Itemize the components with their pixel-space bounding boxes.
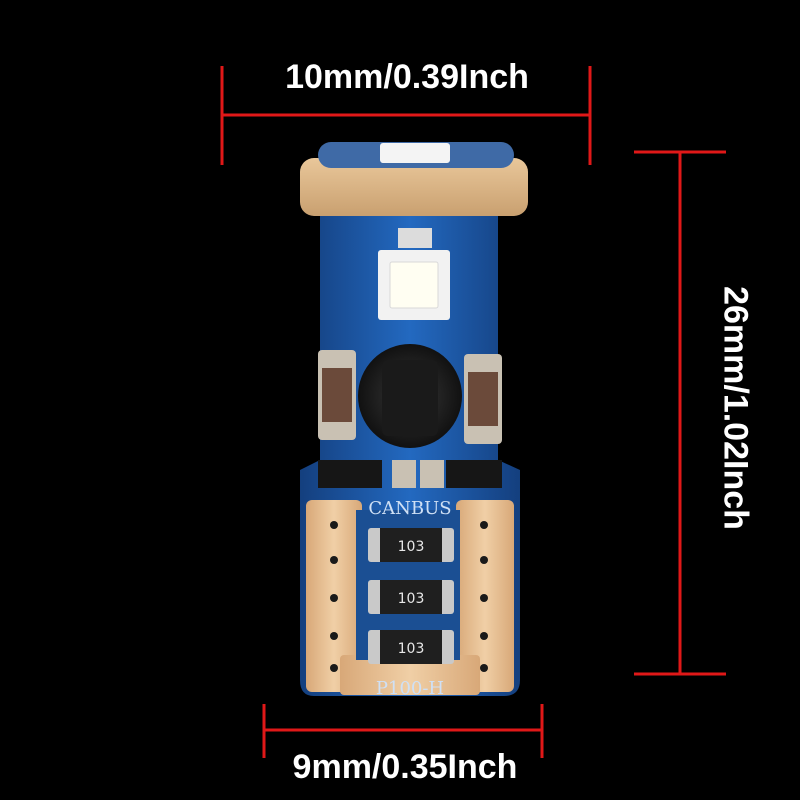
right-dimension-label: 26mm/1.02Inch <box>716 286 755 530</box>
inductor-core <box>382 360 438 436</box>
led-chip-tab <box>398 228 432 248</box>
resistor-code-2: 103 <box>398 591 425 607</box>
resistor-1: 103 <box>368 528 454 562</box>
contact-holes <box>330 521 488 672</box>
canbus-label: CANBUS <box>368 498 451 519</box>
smd-small-right <box>446 460 502 488</box>
resistor-3: 103 <box>368 630 454 664</box>
model-label: P100-H <box>376 678 444 699</box>
led-chip-emitter <box>389 261 439 309</box>
smd-small-mid2 <box>420 460 444 488</box>
smd-small-left <box>318 460 382 488</box>
contact-area-bottom <box>340 655 480 695</box>
resistor-code-1: 103 <box>398 539 425 555</box>
bottom-dimension-label: 9mm/0.35Inch <box>292 748 518 786</box>
top-dimension-label: 10mm/0.39Inch <box>285 58 529 96</box>
smd-small-mid <box>392 460 416 488</box>
resistor-code-3: 103 <box>398 641 425 657</box>
cap-led-chip <box>380 143 450 163</box>
led-bulb: 103 103 103 CANBUS P100-H <box>300 142 528 699</box>
capacitor-right-body <box>468 372 498 426</box>
cap-base <box>300 158 528 216</box>
capacitor-left-body <box>322 368 352 422</box>
dimension-lines <box>220 66 726 758</box>
resistor-2: 103 <box>368 580 454 614</box>
